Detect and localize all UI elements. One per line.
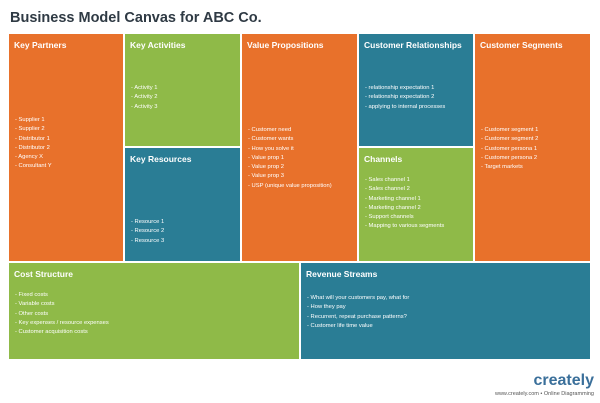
value-propositions-block[interactable]: Value Propositions Customer needCustomer… bbox=[241, 33, 358, 262]
list-item: Distributor 1 bbox=[15, 135, 119, 144]
list-item: What will your customers pay, what for bbox=[307, 294, 586, 303]
customer-segments-list: Customer segment 1Customer segment 2Cust… bbox=[481, 126, 586, 172]
list-item: How you solve it bbox=[248, 145, 353, 154]
list-item: relationship expectation 1 bbox=[365, 84, 469, 93]
customer-segments-block[interactable]: Customer Segments Customer segment 1Cust… bbox=[474, 33, 591, 262]
list-item: Value prop 1 bbox=[248, 154, 353, 163]
key-activities-list: Activity 1Activity 2Activity 3 bbox=[131, 84, 236, 112]
list-item: Distributor 2 bbox=[15, 144, 119, 153]
list-item: Agency X bbox=[15, 153, 119, 162]
value-propositions-list: Customer needCustomer wantsHow you solve… bbox=[248, 126, 353, 191]
list-item: Other costs bbox=[15, 310, 295, 319]
key-resources-header: Key Resources bbox=[130, 154, 192, 164]
list-item: Support channels bbox=[365, 213, 469, 222]
list-item: Sales channel 2 bbox=[365, 185, 469, 194]
key-resources-list: Resource 1Resource 2Resource 3 bbox=[131, 218, 236, 246]
list-item: Supplier 1 bbox=[15, 116, 119, 125]
cost-structure-header: Cost Structure bbox=[14, 269, 74, 279]
list-item: Customer wants bbox=[248, 135, 353, 144]
list-item: Recurrent, repeat purchase patterns? bbox=[307, 313, 586, 322]
canvas-title: Business Model Canvas for ABC Co. bbox=[10, 10, 262, 26]
list-item: Target markets bbox=[481, 163, 586, 172]
list-item: applying to internal processes bbox=[365, 103, 469, 112]
customer-relationships-list: relationship expectation 1relationship e… bbox=[365, 84, 469, 112]
customer-segments-header: Customer Segments bbox=[480, 40, 563, 50]
revenue-streams-list: What will your customers pay, what forHo… bbox=[307, 294, 586, 331]
list-item: Customer persona 2 bbox=[481, 154, 586, 163]
list-item: USP (unique value proposition) bbox=[248, 182, 353, 191]
list-item: How they pay bbox=[307, 303, 586, 312]
key-partners-list: Supplier 1Supplier 2Distributor 1Distrib… bbox=[15, 116, 119, 172]
cost-structure-list: Fixed costsVariable costsOther costsKey … bbox=[15, 291, 295, 337]
creately-logo[interactable]: creately bbox=[533, 372, 595, 389]
list-item: Value prop 3 bbox=[248, 172, 353, 181]
list-item: Resource 3 bbox=[131, 237, 236, 246]
list-item: Consultant Y bbox=[15, 162, 119, 171]
list-item: Customer segment 1 bbox=[481, 126, 586, 135]
list-item: Mapping to various segments bbox=[365, 222, 469, 231]
creately-tagline: www.creately.com • Online Diagramming bbox=[494, 391, 594, 397]
list-item: Sales channel 1 bbox=[365, 176, 469, 185]
list-item: Customer segment 2 bbox=[481, 135, 586, 144]
channels-block[interactable]: Channels Sales channel 1Sales channel 2M… bbox=[358, 147, 474, 262]
list-item: Customer life time value bbox=[307, 322, 586, 331]
list-item: Marketing channel 2 bbox=[365, 204, 469, 213]
list-item: relationship expectation 2 bbox=[365, 93, 469, 102]
key-resources-block[interactable]: Key Resources Resource 1Resource 2Resour… bbox=[124, 147, 241, 262]
list-item: Supplier 2 bbox=[15, 125, 119, 134]
customer-relationships-header: Customer Relationships bbox=[364, 40, 462, 50]
list-item: Resource 1 bbox=[131, 218, 236, 227]
list-item: Marketing channel 1 bbox=[365, 195, 469, 204]
key-activities-header: Key Activities bbox=[130, 40, 186, 50]
revenue-streams-header: Revenue Streams bbox=[306, 269, 378, 279]
list-item: Activity 2 bbox=[131, 93, 236, 102]
list-item: Activity 3 bbox=[131, 103, 236, 112]
list-item: Customer need bbox=[248, 126, 353, 135]
customer-relationships-block[interactable]: Customer Relationships relationship expe… bbox=[358, 33, 474, 147]
channels-header: Channels bbox=[364, 154, 403, 164]
list-item: Fixed costs bbox=[15, 291, 295, 300]
key-partners-header: Key Partners bbox=[14, 40, 67, 50]
list-item: Activity 1 bbox=[131, 84, 236, 93]
list-item: Value prop 2 bbox=[248, 163, 353, 172]
key-partners-block[interactable]: Key Partners Supplier 1Supplier 2Distrib… bbox=[8, 33, 124, 262]
list-item: Key expenses / resource expenses bbox=[15, 319, 295, 328]
cost-structure-block[interactable]: Cost Structure Fixed costsVariable costs… bbox=[8, 262, 300, 360]
value-propositions-header: Value Propositions bbox=[247, 40, 324, 50]
key-activities-block[interactable]: Key Activities Activity 1Activity 2Activ… bbox=[124, 33, 241, 147]
list-item: Variable costs bbox=[15, 300, 295, 309]
list-item: Resource 2 bbox=[131, 227, 236, 236]
channels-list: Sales channel 1Sales channel 2Marketing … bbox=[365, 176, 469, 232]
list-item: Customer persona 1 bbox=[481, 145, 586, 154]
list-item: Customer acquisition costs bbox=[15, 328, 295, 337]
revenue-streams-block[interactable]: Revenue Streams What will your customers… bbox=[300, 262, 591, 360]
